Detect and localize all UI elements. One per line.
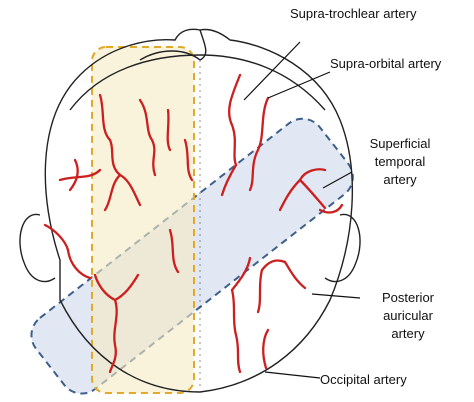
label-posterior-auricular-2: auricular: [383, 308, 434, 323]
artery-occipital-left: [108, 298, 118, 374]
label-superficial-temporal-2: temporal: [375, 154, 426, 169]
artery-occipital-right: [230, 288, 242, 374]
left-ear: [19, 213, 56, 283]
label-posterior-auricular-1: Posterior: [382, 290, 435, 305]
label-occipital: Occipital artery: [320, 372, 407, 387]
label-posterior-auricular-3: artery: [391, 326, 425, 341]
vertical-region: [91, 46, 195, 394]
artery-superficial-temporal: [298, 178, 327, 210]
label-superficial-temporal-1: Superficial: [370, 136, 431, 151]
label-supratrochlear: Supra-trochlear artery: [290, 6, 417, 21]
arteries: [43, 73, 344, 374]
artery-posterior-auricular: [283, 260, 307, 290]
right-ear: [324, 213, 361, 283]
label-supraorbital: Supra-orbital artery: [330, 56, 442, 71]
artery-supraorbital-right: [248, 96, 270, 192]
label-superficial-temporal-3: artery: [383, 172, 417, 187]
artery-supratrochlear-left: [98, 93, 122, 177]
artery-supratrochlear-right: [228, 73, 242, 167]
leader-lines: [243, 41, 361, 379]
head-outline: [19, 28, 361, 393]
